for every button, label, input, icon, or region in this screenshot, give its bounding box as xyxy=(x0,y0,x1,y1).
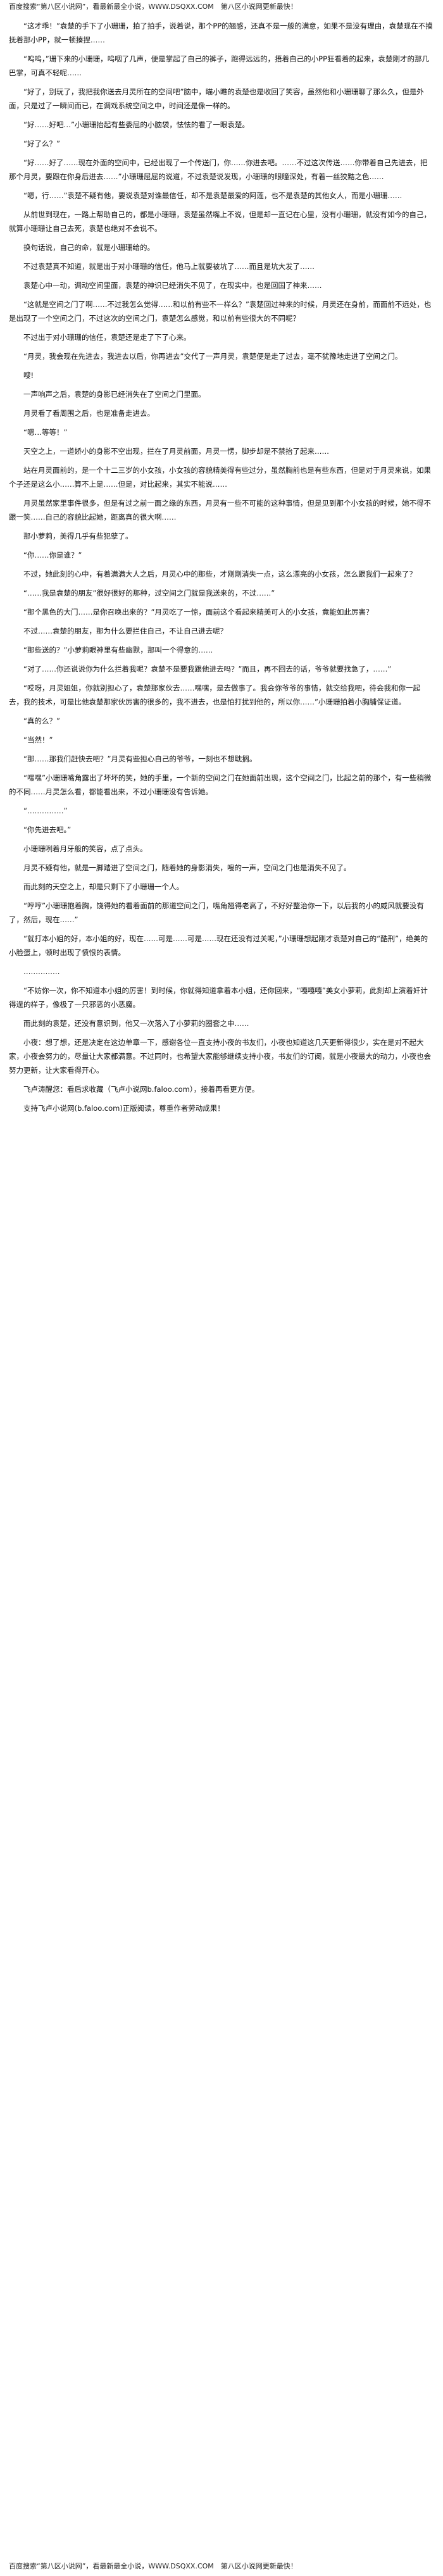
chapter-paragraph: “月灵，我会现在先进去，我进去以后，你再进去”交代了一声月灵，袁楚便是走了过去，… xyxy=(23,352,402,361)
site-footer-banner: 百度搜索“第八区小说网”，看最新最全小说，WWW.DSQXX.COM 第八区小说… xyxy=(9,2562,297,2570)
chapter-paragraph: “就打本小姐的好，本小姐的好，现在……可是……可是……现在还没有过关呢，”小珊珊… xyxy=(9,934,428,957)
chapter-paragraph: “好了么？” xyxy=(23,139,60,148)
chapter-paragraph: “哎呀，月灵姐姐，你就别担心了，袁楚那家伙去……嘿嘿，是去做事了。我会你爷爷的事… xyxy=(9,684,420,706)
chapter-paragraph: “那个黑色的大门……是你召唤出来的？”月灵吃了一惊，面前这个看起来精美可人的小女… xyxy=(23,608,373,616)
site-header-banner: 百度搜索“第八区小说网”，看最新最全小说，WWW.DSQXX.COM 第八区小说… xyxy=(9,3,297,11)
chapter-paragraph: “呜呜，”珊下来的小珊珊，呜咽了几声，便是掌起了自己的裤子，跑得远远的，捂着自己… xyxy=(9,54,430,77)
chapter-paragraph: “好……好吧…”小珊珊抬起有些委屈的小脑袋，怯怯的看了一眼袁楚。 xyxy=(23,120,249,129)
chapter-paragraph: 不过袁楚真不知道，就是出于对小珊珊的信任，他马上就要被坑了……而且是坑大发了…… xyxy=(23,262,315,271)
chapter-paragraph: “这才乖！”袁楚的手下了小珊珊，拍了拍手，说着说，那个PP的翘感，还真不是一般的… xyxy=(9,22,433,44)
chapter-paragraph: “不妨你一次，你不知道本小姐的厉害！到时候，你就得知道拿着本小姐，还你回来，“嘎… xyxy=(9,986,428,1009)
chapter-paragraph: 小珊珊咧着月牙般的笑容，点了点头。 xyxy=(23,844,147,853)
chapter-paragraph: 而此刻的天空之上，却是只剩下了小珊珊一个人。 xyxy=(23,882,184,891)
chapter-paragraph: 月灵不疑有他，就是一脚踏进了空间之门，随着她的身影消失，嗖的一声，空间之门也是消… xyxy=(23,863,351,872)
chapter-paragraph: 站在月灵面前的，是一个十二三岁的小女孩，小女孩的容貌精美得有些过分，虽然胸前也是… xyxy=(9,466,431,489)
chapter-paragraph: 嗖! xyxy=(23,371,34,380)
chapter-paragraph: 一声响声之后，袁楚的身影已经消失在了空间之门里面。 xyxy=(23,390,206,399)
chapter-paragraph: 而此刻的袁楚，还没有意识到，他又一次落入了小萝莉的圈套之中…… xyxy=(23,1019,249,1028)
chapter-paragraph: 天空之上，一道娇小的身影不空出现，拦在了月灵前面，月灵一愣，脚步却是不禁抬了起来… xyxy=(23,447,329,456)
chapter-paragraph: 支持飞卢小说网(b.faloo.com)正版阅读，尊重作者劳动成果！ xyxy=(23,1104,225,1113)
chapter-paragraph: “那……那我们赶快去吧？”月灵有些担心自己的爷爷，一刻也不想耽搁。 xyxy=(23,754,257,763)
chapter-paragraph: “嘿嘿”小珊珊嘴角露出了坏坏的笑，她的手里，一个新的空间之门在她面前出现，这个空… xyxy=(9,773,432,796)
chapter-paragraph: “真的么？” xyxy=(23,716,60,725)
chapter-paragraph: “好……好了……现在外面的空间中，已经出现了一个传送门，你……你进去吧。……不过… xyxy=(9,158,428,181)
chapter-paragraph: 不过，她此刻的心中，有着满满大人之后，月灵心中的那些，才刚刚消失一点，这么漂亮的… xyxy=(23,570,416,578)
chapter-paragraph: 换句话说，自己的命，就是小珊珊给的。 xyxy=(23,243,154,252)
chapter-paragraph: “对了……你还说说你为什么拦着我呢？袁楚不是要我跟他进去吗？”而且，再不回去的话… xyxy=(23,665,392,673)
chapter-paragraph: “你……你是谁？” xyxy=(23,551,82,560)
chapter-paragraph: “你先进去吧。” xyxy=(23,825,72,834)
chapter-paragraph: “嗯，行……”袁楚不疑有他，要说袁楚对谁最信任，却不是袁楚最爱的阿莲，也不是袁楚… xyxy=(23,191,402,200)
chapter-paragraph: “嗯…等等！” xyxy=(23,428,68,437)
chapter-paragraph: “当然！” xyxy=(23,735,53,744)
chapter-paragraph: …………… xyxy=(23,967,60,976)
chapter-paragraph: “好了，别玩了，我把我你送去月灵所在的空间吧”脑中，瞄小瞧的袁楚也是收回了笑容，… xyxy=(9,87,424,110)
chapter-paragraph: 那小萝莉，美得几乎有些犯孽了。 xyxy=(23,532,133,541)
chapter-paragraph: “那些送的？”小萝莉眼神里有些幽默，那叫一个得意的…… xyxy=(23,646,213,654)
chapter-paragraph: “哼哼”小珊珊抱着胸，饶得她的看着面前的那道空间之门，嘴角翘得老高了，不好好整治… xyxy=(9,901,424,924)
chapter-paragraph: “这就是空间之门了啊……不过我怎么觉得……和以前有些不一样么？”袁楚回过神来的时… xyxy=(9,300,432,323)
chapter-paragraph: 飞卢涛醒您：看后求收藏（飞卢小说网b.faloo.com），接着再看更方便。 xyxy=(23,1085,259,1094)
chapter-paragraph: “……我是袁楚的朋友”很好很好的那种，过空间之门就是我送来的，不过……” xyxy=(23,589,275,597)
chapter-content: “这才乖！”袁楚的手下了小珊珊，拍了拍手，说着说，那个PP的翘感，还真不是一般的… xyxy=(0,19,443,2556)
chapter-paragraph: 从前世到现在，一路上帮助自己的，都是小珊珊，袁楚虽然嘴上不说，但是却一直记在心里… xyxy=(9,210,431,233)
chapter-paragraph: “……………” xyxy=(23,806,68,815)
chapter-paragraph: 不过……袁楚的朋友，那为什么要拦住自己，不让自己进去呢？ xyxy=(23,627,227,635)
chapter-paragraph: 月灵看了看周围之后，也是准备走进去。 xyxy=(23,409,154,418)
chapter-paragraph: 小夜：想了想，还是决定在这边单章一下，感谢各位一直支持小夜的书友们，小夜也知道这… xyxy=(9,1038,431,1075)
chapter-paragraph: 袁楚心中一动，调动空间里面，袁楚的神识已经消失不见了，在现实中，也是回国了神来…… xyxy=(23,281,322,290)
chapter-paragraph: 不过出于对小珊珊的信任，袁楚还是走了下了心来。 xyxy=(23,333,191,342)
chapter-paragraph: 月灵虽然家里事件很多，但是有过之前一面之缘的东西，月灵有一些不可能的这种事情，但… xyxy=(9,499,431,522)
